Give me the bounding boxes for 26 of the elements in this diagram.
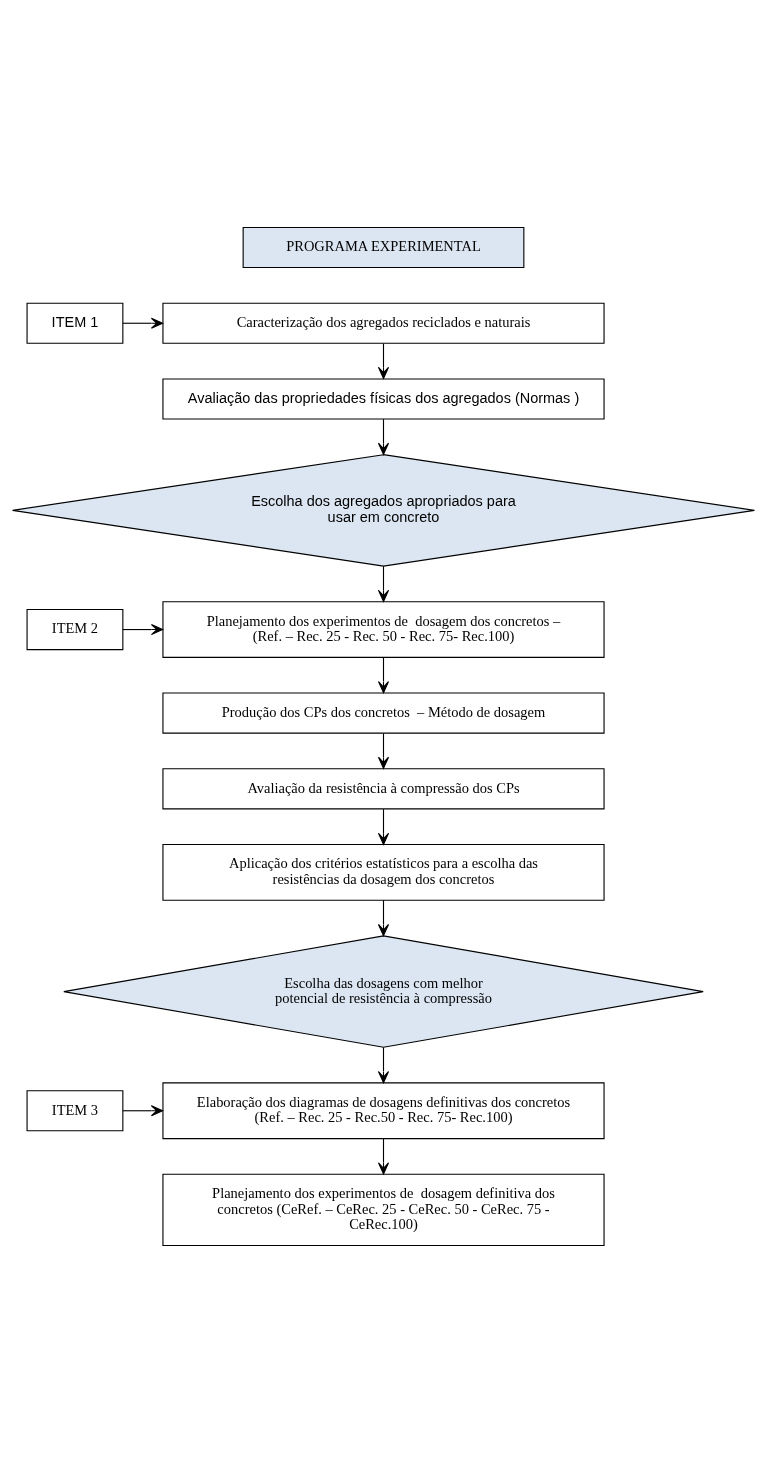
- node-diamond: Escolha das dosagens com melhor potencial de resistência à compressão: [63, 934, 704, 1048]
- arrow: [377, 565, 390, 602]
- node-box: ITEM 1: [26, 302, 124, 344]
- arrow: [377, 1046, 390, 1083]
- node-box: Caracterização dos agregados reciclados e naturais: [162, 302, 605, 344]
- node-box: Avaliação das propriedades físicas dos agregados (Normas ): [162, 377, 605, 420]
- arrow: [122, 1104, 164, 1116]
- node-box: Avaliação da resistência à compressão dos CPs: [162, 767, 605, 809]
- node-box: Aplicação dos critérios estatísticos para a escolha das resistências da dosagem dos concretos: [162, 843, 605, 901]
- node-box: Produção dos CPs dos concretos – Método de dosagem: [162, 692, 605, 734]
- node-diamond: Escolha dos agregados apropriados para usar em concreto: [12, 453, 755, 567]
- arrow: [377, 808, 390, 845]
- arrow: [377, 418, 390, 455]
- arrow: [377, 732, 390, 769]
- arrow: [377, 342, 390, 379]
- arrow: [377, 656, 390, 693]
- arrow: [122, 623, 164, 635]
- arrow: [122, 317, 164, 329]
- node-box: ITEM 2: [26, 608, 124, 650]
- arrow: [377, 899, 390, 936]
- node-box: PROGRAMA EXPERIMENTAL: [242, 226, 525, 268]
- node-box: Planejamento dos experimentos de dosagem dos concretos – (Ref. – Rec. 25 - Rec. 50 - Rec. 75- Rec.100): [162, 600, 605, 658]
- node-box: Planejamento dos experimentos de dosagem definitiva dos concretos (CeRef. – CeRec. 25 - CeRec. 50 - CeRec. 75 - CeRec.100): [162, 1173, 605, 1246]
- node-box: Elaboração dos diagramas de dosagens definitivas dos concretos (Ref. – Rec. 25 - Rec.50 - Rec. 75- Rec.100): [162, 1081, 605, 1139]
- node-box: ITEM 3: [26, 1089, 124, 1131]
- arrow: [377, 1137, 390, 1174]
